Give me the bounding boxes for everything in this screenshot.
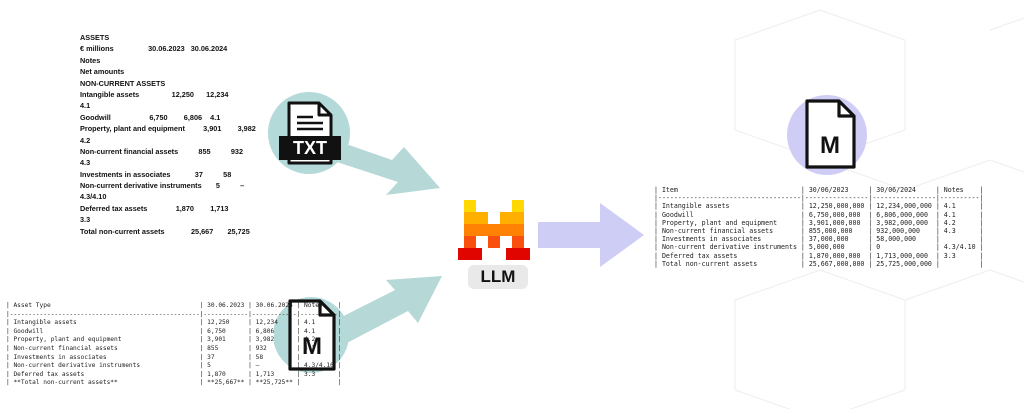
text-line: € millions 30.06.2023 30.06.2024 xyxy=(80,44,228,54)
text-line: Total non-current assets 25,667 25,725 xyxy=(80,226,250,236)
table-row: | Intangible assets | 12,250,000,000 | 1… xyxy=(654,202,984,211)
table-row: | **Total non-current assets** | **25,66… xyxy=(6,379,342,387)
llm-logo-icon xyxy=(458,200,530,260)
text-line: Goodwill 6,750 6,806 4.1 xyxy=(80,112,221,122)
text-line: 4.3/4.10 xyxy=(80,192,107,202)
text-line: Deferred tax assets 1,870 1,713 xyxy=(80,203,229,213)
table-row: | Investments in associates | 37,000,000… xyxy=(654,235,984,244)
table-row: | Non-current derivative instruments | 5… xyxy=(654,243,984,252)
input-markdown-table: | Asset Type | 30.06.2023 | 30.06.2024 |… xyxy=(6,302,341,388)
markdown-output-label: M xyxy=(820,132,840,159)
text-line: 4.2 xyxy=(80,135,91,145)
table-row: | Non-current financial assets | 855,000… xyxy=(654,227,984,236)
table-row: | Non-current derivative instruments | 5… xyxy=(6,362,342,370)
markdown-input-label: M xyxy=(302,333,322,360)
table-row: | Property, plant and equipment | 3,901,… xyxy=(654,218,984,227)
table-row: | Deferred tax assets | 1,870,000,000 | … xyxy=(654,251,984,260)
text-line: Intangible assets 12,250 12,234 xyxy=(80,89,229,99)
arrow-llm-to-output xyxy=(538,203,644,267)
markdown-output-icon: M xyxy=(787,95,867,175)
text-line: 3.3 xyxy=(80,215,91,225)
table-row: | Asset Type | 30.06.2023 | 30.06.2024 |… xyxy=(6,302,342,309)
llm-badge: LLM xyxy=(468,265,528,289)
text-line: 4.1 xyxy=(80,101,91,111)
table-row: | Goodwill | 6,750,000,000 | 6,806,000,0… xyxy=(654,210,984,219)
table-row: |------------------------------------|--… xyxy=(654,194,984,203)
text-line: ASSETS xyxy=(80,33,110,42)
table-row: | Item | 30/06/2023 | 30/06/2024 | Notes… xyxy=(654,186,984,194)
text-line: Non-current derivative instruments 5 – xyxy=(80,181,245,191)
table-row: | Total non-current assets | 25,667,000,… xyxy=(654,259,984,268)
table-row: |---------------------------------------… xyxy=(6,310,342,318)
table-row: | Non-current financial assets | 855 | 9… xyxy=(6,344,342,352)
table-row: | Intangible assets | 12,250 | 12,234 | … xyxy=(6,319,342,327)
table-row: | Deferred tax assets | 1,870 | 1,713 | … xyxy=(6,370,342,378)
output-markdown-table: | Item | 30/06/2023 | 30/06/2024 | Notes… xyxy=(654,186,984,268)
table-row: | Investments in associates | 37 | 58 | … xyxy=(6,353,342,361)
text-line: Property, plant and equipment 3,901 3,98… xyxy=(80,124,256,134)
txt-file-icon: TXT xyxy=(268,92,350,174)
txt-file-label: TXT xyxy=(293,138,327,158)
text-line: NON-CURRENT ASSETS xyxy=(80,78,166,88)
text-line: Non-current financial assets 855 932 xyxy=(80,146,244,156)
text-line: 4.3 xyxy=(80,158,91,168)
text-line: Notes xyxy=(80,55,101,65)
table-row: | Property, plant and equipment | 3,901 … xyxy=(6,336,342,344)
text-line: Net amounts xyxy=(80,67,125,77)
table-row: | Goodwill | 6,750 | 6,806 | 4.1 | xyxy=(6,327,342,335)
text-line: Investments in associates 37 58 xyxy=(80,169,232,179)
markdown-input-icon: M xyxy=(274,297,348,373)
